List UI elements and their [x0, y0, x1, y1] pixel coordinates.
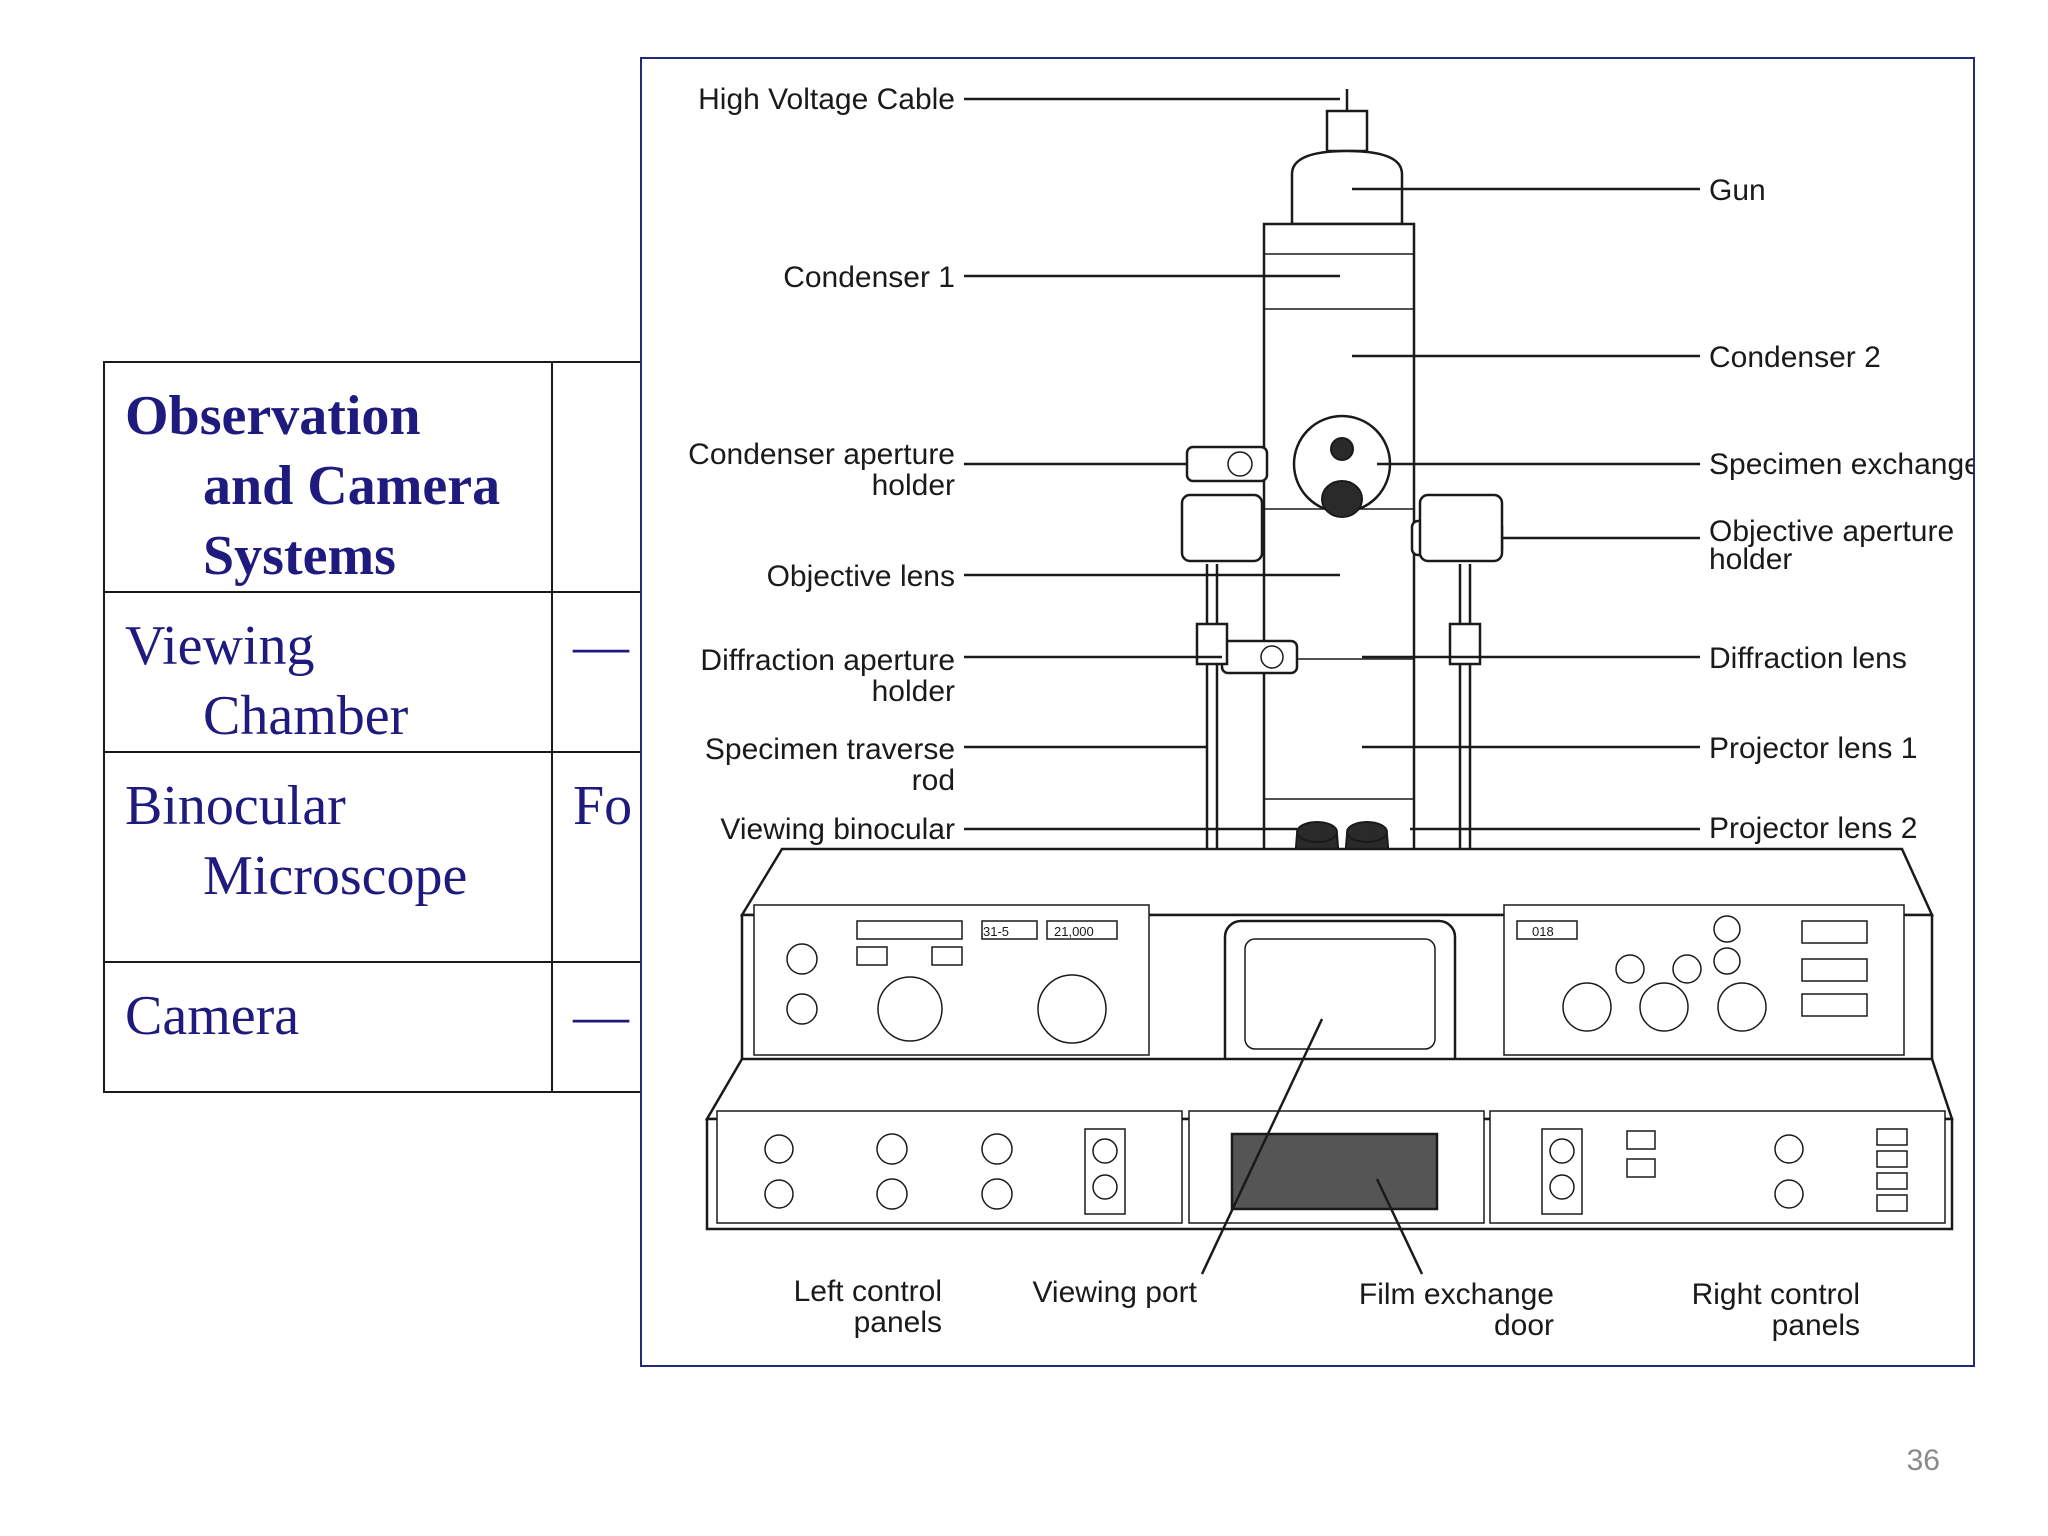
- gun-housing: [1290, 149, 1404, 226]
- table-header-cell: Observation and Camera Systems: [103, 361, 553, 593]
- left-lens-housing: [1180, 493, 1264, 563]
- label-diffraction-aperture: Diffraction aperture: [700, 644, 955, 677]
- label-high-voltage-cable: High Voltage Cable: [698, 83, 955, 116]
- column-body: [1262, 222, 1416, 916]
- condenser-aperture-knob: [1185, 445, 1269, 483]
- label-right-control-panels: panels: [1772, 1309, 1860, 1342]
- magnification-readout: 21,000: [1054, 924, 1094, 939]
- label-projector-lens-2: Projector lens 2: [1709, 812, 1917, 845]
- tem-diagram-figure: 31-5 21,000 018: [640, 57, 1975, 1367]
- label-condenser-aperture: Condenser aperture: [688, 438, 955, 471]
- header-line: and Camera: [203, 455, 501, 517]
- label-right-control: Right control: [1692, 1278, 1860, 1311]
- label-film-exchange: Film exchange: [1359, 1278, 1554, 1311]
- label-objective-aperture-holder: holder: [1709, 543, 1792, 576]
- label-projector-lens-1: Projector lens 1: [1709, 732, 1917, 765]
- cell-line: Chamber: [203, 685, 409, 747]
- label-specimen-traverse-rod: rod: [912, 764, 955, 797]
- hv-cable-connector: [1325, 109, 1369, 153]
- header-line: Observation: [125, 385, 421, 447]
- label-left-control-panels: panels: [854, 1306, 942, 1339]
- labels-bottom: Left control panels Viewing port Film ex…: [794, 1275, 1860, 1342]
- table-cell: Binocular Microscope: [103, 751, 553, 963]
- labels-right: Gun Condenser 2 Specimen exchange Object…: [1709, 174, 1975, 845]
- label-objective-aperture: Objective aperture: [1709, 515, 1954, 548]
- label-condenser-1: Condenser 1: [783, 261, 955, 294]
- label-objective-lens: Objective lens: [767, 560, 955, 593]
- cell-line: Viewing: [125, 615, 315, 677]
- cell-line: Camera: [125, 985, 300, 1047]
- leader-lines: [964, 97, 1700, 1275]
- label-specimen-exchange: Specimen exchange: [1709, 448, 1975, 481]
- label-diffraction-aperture-holder: holder: [872, 675, 955, 708]
- label-specimen-traverse: Specimen traverse: [705, 733, 955, 766]
- table-cell: Camera: [103, 961, 553, 1093]
- console-desk-surface: [704, 1057, 1954, 1121]
- viewing-window: [1244, 938, 1436, 1050]
- label-condenser-2: Condenser 2: [1709, 341, 1881, 374]
- label-viewing-port: Viewing port: [1032, 1276, 1197, 1309]
- label-film-exchange-door: door: [1494, 1309, 1554, 1342]
- label-gun: Gun: [1709, 174, 1766, 207]
- label-left-control: Left control: [794, 1275, 942, 1308]
- page-number: 36: [1906, 1444, 1940, 1477]
- label-condenser-aperture-holder: holder: [872, 469, 955, 502]
- film-number-readout: 018: [1532, 924, 1554, 939]
- frame-readout: 31-5: [983, 924, 1009, 939]
- label-viewing-binocular: Viewing binocular: [720, 813, 955, 846]
- right-lens-housing: [1418, 493, 1504, 563]
- cell-line: Microscope: [203, 845, 468, 907]
- film-exchange-door: [1230, 1132, 1439, 1211]
- table-cell: Viewing Chamber: [103, 591, 553, 753]
- header-line: Systems: [203, 525, 396, 587]
- cell-line: Binocular: [125, 775, 346, 837]
- microscope-illustration: 31-5 21,000 018: [704, 89, 1954, 1231]
- labels-left: High Voltage Cable Condenser 1 Condenser…: [688, 83, 955, 846]
- diffraction-aperture-knob: [1220, 639, 1299, 675]
- tem-diagram: 31-5 21,000 018: [688, 83, 1975, 1342]
- label-diffraction-lens: Diffraction lens: [1709, 642, 1907, 675]
